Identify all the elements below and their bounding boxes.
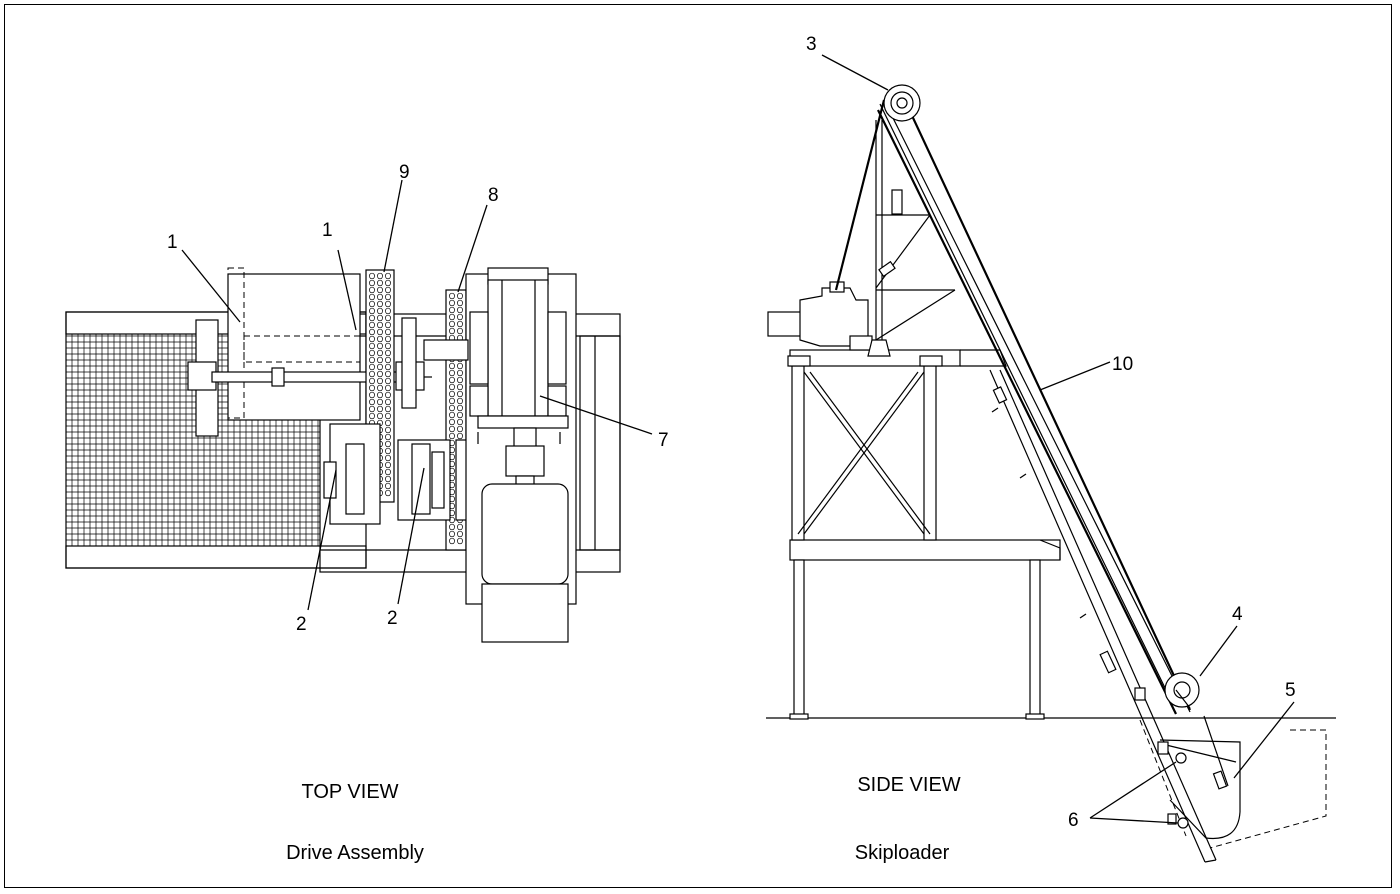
- callout-8: 8: [488, 185, 499, 206]
- callout-2a: 2: [296, 614, 307, 635]
- side-view-drawing: [766, 84, 1336, 863]
- side-view-title: SIDE VIEW: [857, 774, 960, 796]
- skip-bucket: [1157, 715, 1241, 840]
- callout-7: 7: [658, 430, 669, 451]
- bottom-pulley: [1164, 672, 1200, 709]
- support-tower: [787, 349, 1061, 720]
- top-view-title: TOP VIEW: [301, 781, 398, 803]
- side-view-callouts: 3 10 4 5 6: [806, 34, 1296, 831]
- callout-4: 4: [1232, 604, 1243, 625]
- callout-9: 9: [399, 162, 410, 183]
- drawing-frame: [4, 4, 1392, 888]
- top-view-callouts: 1 1 9 8 7 2 2: [167, 162, 669, 635]
- top-view-drawing: [65, 267, 621, 643]
- callout-3: 3: [806, 34, 817, 55]
- callout-2b: 2: [387, 608, 398, 629]
- sprocket-assemblies: [323, 423, 471, 525]
- hoist-cable: [834, 89, 1191, 711]
- callout-10: 10: [1112, 354, 1133, 375]
- side-view-subtitle: Skiploader: [855, 842, 950, 864]
- callout-6: 6: [1068, 810, 1079, 831]
- motor-assembly: [423, 267, 577, 643]
- top-view-subtitle: Drive Assembly: [286, 842, 424, 864]
- winch-motor: [767, 281, 873, 351]
- mast: [867, 120, 956, 357]
- callout-5: 5: [1285, 680, 1296, 701]
- captions: TOP VIEW Drive Assembly SIDE VIEW Skiplo…: [286, 774, 961, 864]
- drive-chain-9: [365, 269, 395, 503]
- top-pulley: [883, 84, 921, 122]
- inclined-rail: [877, 107, 1217, 863]
- drive-shaft: [187, 317, 432, 437]
- guard-housing: [227, 267, 361, 421]
- callout-1a: 1: [167, 232, 178, 253]
- pit-outline: [1209, 729, 1327, 849]
- callout-1b: 1: [322, 220, 333, 241]
